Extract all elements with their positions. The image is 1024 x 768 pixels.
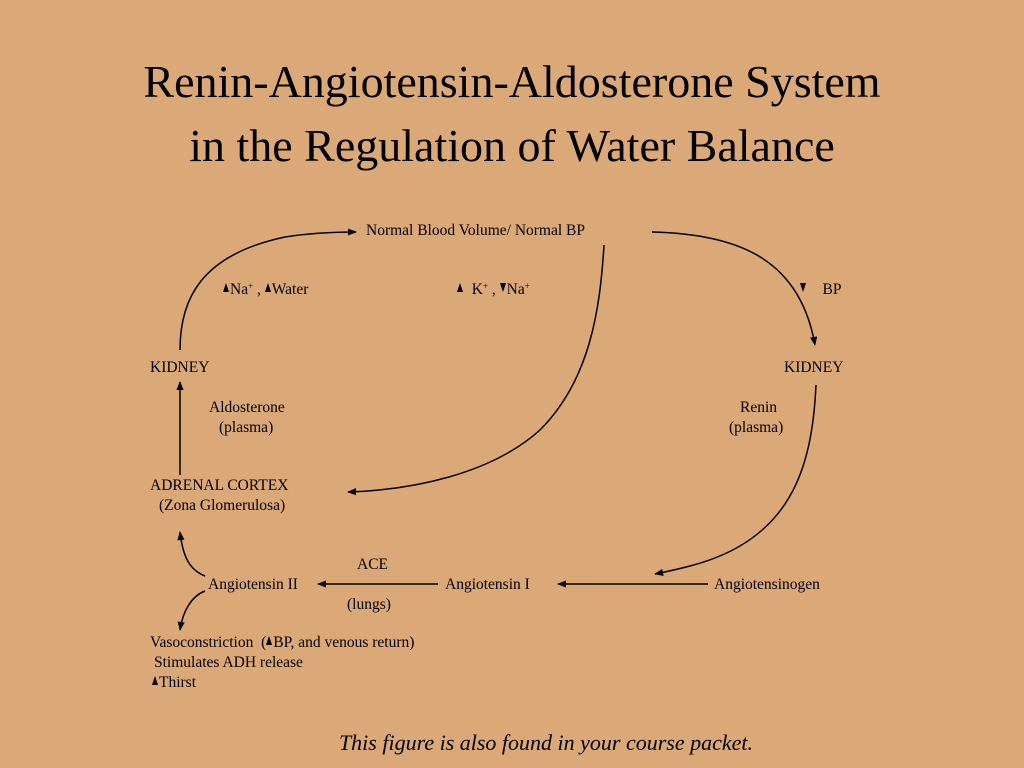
k-charge: +	[482, 281, 489, 291]
na2-label: Na	[506, 281, 525, 298]
arrow-kidney-right-to-angiotensinogen	[654, 384, 817, 576]
increase-arrow-icon	[266, 635, 273, 645]
arrow-normal-bp-to-kidney-right	[651, 231, 818, 346]
thirst-text: Thirst	[159, 674, 197, 691]
kidney-left-label: KIDNEY	[150, 359, 210, 376]
title-line-1: Renin-Angiotensin-Aldosterone System	[143, 56, 881, 107]
decrease-bp-label: BP	[800, 280, 841, 299]
renin-label: Renin	[740, 399, 778, 416]
water-label: Water	[271, 281, 309, 298]
na-label: Na	[230, 281, 249, 298]
increase-arrow-icon	[223, 282, 229, 292]
kidney-right-label: KIDNEY	[784, 359, 844, 376]
decrease-arrow-icon	[499, 282, 506, 292]
arrow-angiotensin-ii-to-adrenal-cortex	[177, 531, 206, 577]
aldosterone-plasma-label: (plasma)	[219, 419, 274, 436]
lungs-label: (lungs)	[347, 596, 391, 613]
increase-na-water-label: Na+ , Water	[223, 280, 308, 299]
thirst-label: Thirst	[152, 673, 196, 692]
angiotensinogen-label: Angiotensinogen	[714, 576, 820, 593]
footnote: This figure is also found in your course…	[338, 730, 754, 755]
zona-glomerulosa-label: (Zona Glomerulosa)	[159, 497, 286, 514]
k-label: K	[471, 281, 483, 298]
arrow-angiotensin-ii-to-vasoconstriction	[177, 590, 206, 631]
title-line-2: in the Regulation of Water Balance	[189, 120, 835, 171]
vasoconstriction-label: Vasoconstriction ( BP, and venous return)	[150, 633, 414, 652]
increase-arrow-icon	[457, 282, 463, 292]
comma: ,	[257, 281, 261, 298]
na2-charge: +	[524, 281, 530, 291]
arrow-kidney-to-normal-bp	[179, 228, 357, 351]
renin-plasma-label: (plasma)	[729, 419, 784, 436]
bp-label: BP	[822, 281, 842, 298]
arrow-normal-bp-to-adrenal-cortex	[347, 244, 605, 496]
vasoconstriction-prefix: Vasoconstriction (	[150, 634, 267, 651]
increase-arrow-icon	[264, 282, 271, 292]
aldosterone-label: Aldosterone	[209, 399, 285, 416]
vasoconstriction-suffix: BP, and venous return)	[273, 634, 415, 651]
increase-k-decrease-na-label: K+ , Na+	[457, 280, 530, 299]
na-charge: +	[248, 281, 254, 291]
adrenal-cortex-label: ADRENAL CORTEX	[150, 477, 289, 494]
decrease-arrow-icon	[800, 282, 806, 292]
increase-arrow-icon	[152, 675, 158, 685]
ace-label: ACE	[357, 556, 388, 573]
angiotensin-ii-label: Angiotensin II	[208, 576, 298, 593]
adh-release-label: Stimulates ADH release	[154, 654, 303, 671]
angiotensin-i-label: Angiotensin I	[445, 576, 530, 593]
comma: ,	[491, 281, 496, 298]
normal-blood-volume-label: Normal Blood Volume/ Normal BP	[366, 222, 586, 239]
